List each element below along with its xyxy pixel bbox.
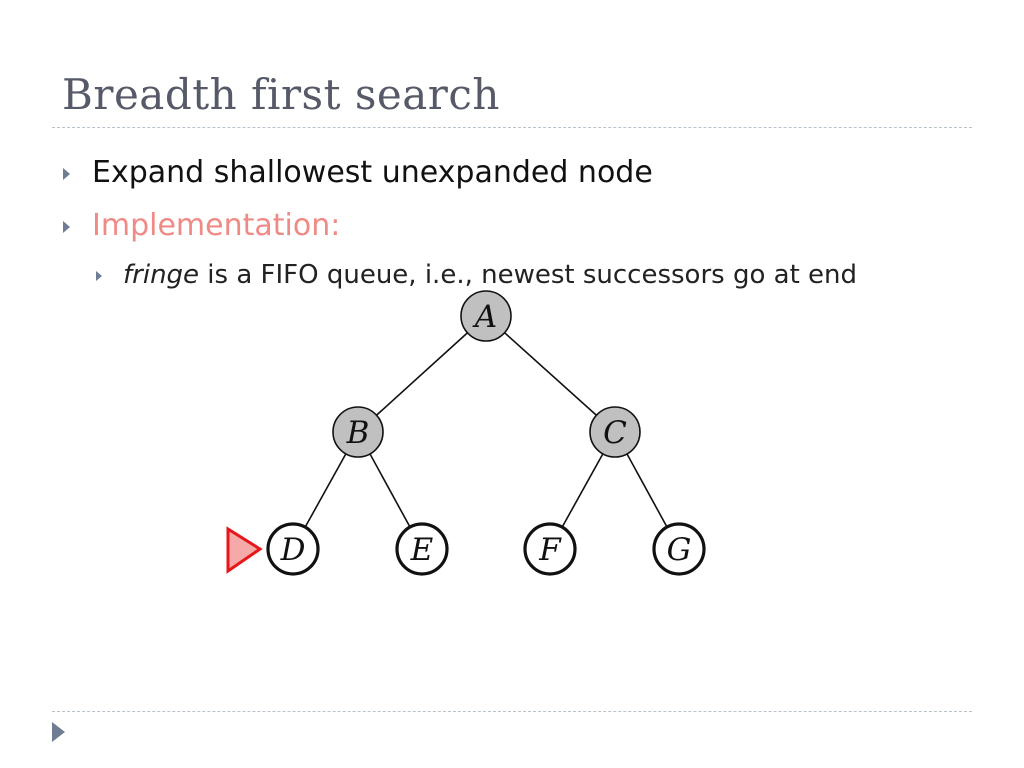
title-divider — [52, 127, 972, 128]
next-slide-arrow-icon[interactable] — [52, 722, 65, 742]
node-label: E — [410, 532, 434, 568]
node-circle — [395, 522, 449, 576]
sub-bullet-arrow-icon — [96, 271, 102, 281]
node-circle — [332, 406, 384, 458]
node-circle — [652, 522, 706, 576]
node-circle — [589, 406, 641, 458]
fringe-pointer-icon — [226, 526, 263, 574]
tree-node-g: G — [652, 522, 706, 576]
bullet-arrow-icon — [63, 221, 70, 233]
fringe-term: fringe — [123, 260, 200, 290]
fringe-description: is a FIFO queue, i.e., newest successors… — [199, 260, 858, 290]
edge-a-b — [357, 315, 487, 433]
node-label: B — [346, 415, 370, 451]
tree-node-d: D — [266, 522, 320, 576]
node-circle — [266, 522, 320, 576]
tree-node-b: B — [332, 406, 384, 458]
node-circle — [460, 290, 512, 342]
node-label: D — [280, 532, 306, 568]
bullet-arrow-icon — [63, 168, 70, 180]
node-label: G — [667, 532, 692, 568]
node-label: F — [538, 532, 562, 568]
node-label: A — [472, 299, 497, 335]
tree-node-a: A — [460, 290, 512, 342]
sub-bullet-fringe: fringe is a FIFO queue, i.e., newest suc… — [123, 260, 857, 290]
node-circle — [523, 522, 577, 576]
slide-title: Breadth first search — [62, 70, 500, 119]
tree-node-c: C — [589, 406, 641, 458]
bullet-implementation: Implementation: — [92, 208, 341, 243]
tree-node-e: E — [395, 522, 449, 576]
node-label: C — [603, 415, 627, 451]
footer-divider — [52, 711, 972, 712]
tree-node-f: F — [523, 522, 577, 576]
bullet-expand-shallowest: Expand shallowest unexpanded node — [92, 155, 653, 190]
edge-a-c — [485, 315, 616, 433]
